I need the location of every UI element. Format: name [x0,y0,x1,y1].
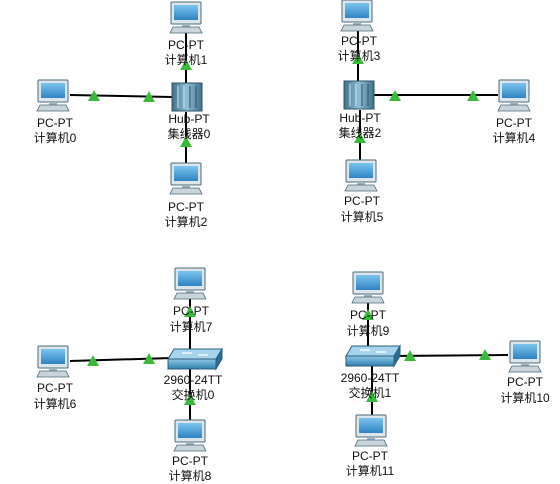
switch-icon [345,344,401,368]
pc-6-type-label: PC-PT [37,381,74,395]
pc-4-type-label: PC-PT [496,116,533,130]
link-up-indicator [404,350,416,361]
pc-5-name-label: 计算机5 [341,209,384,224]
link-pc6-switch0[interactable] [69,357,173,362]
pc-9-type-label: PC-PT [350,308,387,322]
pc-11-name-label: 计算机11 [346,463,395,478]
link-up-indicator [87,355,99,366]
pc-0[interactable] [36,79,70,112]
pc-icon [173,419,207,452]
link-up-indicator [467,90,479,101]
pc-icon [344,159,378,192]
hub-0[interactable] [171,82,203,112]
pc-10-type-label: PC-PT [507,375,544,389]
pc-8[interactable] [173,419,207,452]
pc-1-type-label: PC-PT [168,38,205,52]
link-up-indicator [389,90,401,101]
switch-0-type-label: 2960-24TT [164,373,223,387]
switch-0-name-label: 交换机0 [172,387,215,402]
pc-10[interactable] [508,340,542,373]
link-up-indicator [362,309,374,320]
pc-4[interactable] [497,79,531,112]
pc-7-name-label: 计算机7 [170,319,213,334]
pc-0-type-label: PC-PT [37,116,74,130]
pc-icon [354,414,388,447]
pc-8-type-label: PC-PT [172,454,209,468]
link-up-indicator [354,132,366,143]
pc-0-name-label: 计算机0 [34,130,77,145]
pc-5-type-label: PC-PT [344,194,381,208]
link-up-indicator [352,53,364,64]
pc-10-name-label: 计算机10 [500,390,550,405]
pc-11-type-label: PC-PT [352,449,389,463]
pc-icon [169,1,203,34]
pc-3[interactable] [340,0,374,32]
pc-icon [497,79,531,112]
hub-0-name-label: 集线器0 [168,126,211,141]
hub-2-name-label: 集线器2 [339,125,382,140]
pc-9[interactable] [351,271,385,304]
switch-icon [167,347,223,371]
pc-icon [169,162,203,195]
switch-0[interactable] [167,347,223,371]
pc-icon [340,0,374,32]
link-up-indicator [184,394,196,405]
pc-9-name-label: 计算机9 [347,323,390,338]
pc-icon [36,79,70,112]
pc-1[interactable] [169,1,203,34]
pc-4-name-label: 计算机4 [493,130,536,145]
link-up-indicator [143,353,155,364]
hub-2-type-label: Hub-PT [339,111,381,125]
hub-icon [171,82,203,112]
link-pc0-hub0[interactable] [69,94,173,98]
link-up-indicator [88,90,100,101]
pc-2[interactable] [169,162,203,195]
link-up-indicator [180,136,192,147]
pc-11[interactable] [354,414,388,447]
pc-8-name-label: 计算机8 [169,468,212,483]
pc-icon [351,271,385,304]
switch-1[interactable] [345,344,401,368]
switch-1-name-label: 交换机1 [349,385,392,400]
link-up-indicator [479,349,491,360]
pc-icon [36,345,70,378]
pc-2-name-label: 计算机2 [165,214,208,229]
hub-icon [343,80,375,110]
pc-icon [508,340,542,373]
hub-2[interactable] [343,80,375,110]
pc-6[interactable] [36,345,70,378]
link-up-indicator [143,91,155,102]
pc-6-name-label: 计算机6 [34,396,77,411]
link-up-indicator [366,391,378,402]
link-up-indicator [184,306,196,317]
pc-icon [173,267,207,300]
pc-2-type-label: PC-PT [168,200,205,214]
pc-1-name-label: 计算机1 [165,52,208,67]
pc-7[interactable] [173,267,207,300]
pc-3-type-label: PC-PT [341,34,378,48]
pc-7-type-label: PC-PT [173,304,210,318]
pc-3-name-label: 计算机3 [338,48,381,63]
hub-0-type-label: Hub-PT [168,112,210,126]
switch-1-type-label: 2960-24TT [341,371,400,385]
link-up-indicator [180,59,192,70]
pc-5[interactable] [344,159,378,192]
